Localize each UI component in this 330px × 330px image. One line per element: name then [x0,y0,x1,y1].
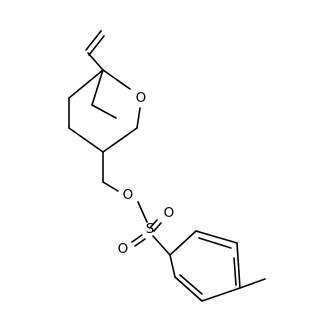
bond-ar-6 [169,254,176,278]
bond-c1-c7 [91,69,104,106]
bond-o-c3 [136,107,141,129]
bond-ar-inner-1 [198,237,232,249]
bond-ch2-o [102,181,119,192]
bond-s-o-right-b [153,222,162,232]
bond-ar-3 [236,242,241,289]
bond-s-o-left-a [131,234,143,243]
bond-ar-2 [195,230,238,244]
bond-ar-4 [201,287,241,302]
atom-labels: O O S O O [118,90,175,257]
vinyl-group [85,30,105,71]
bond-ar-inner-3 [179,274,203,295]
bond-c1-c6 [68,69,104,99]
ring-oxygen-label: O [136,90,147,106]
bond-c1-o [102,69,131,90]
bond-s-o-right-a [149,219,158,229]
bond-vinyl-double-b [88,35,105,56]
sulfonyl-oxygen-left-label: O [118,241,129,257]
bond-vinyl-double-a [85,30,102,51]
bond-vinyl-single [87,52,104,71]
bond-c5-c4 [68,127,104,153]
tosylate-linkage [102,181,171,256]
sulfonyl-oxygen-right-label: O [164,205,175,221]
bond-s-o-left-b [134,238,146,247]
ester-oxygen-label: O [123,187,134,203]
tolyl-ring [169,230,266,302]
bond-ar-5 [174,276,203,302]
bond-c7-bridge [91,104,117,119]
bond-methyl [239,278,266,289]
bond-c3-c4 [102,127,138,153]
oxabicyclo-ring [68,69,141,183]
bond-ar-1 [169,230,197,256]
bond-s-aryl [152,235,171,256]
bond-ar-inner-2 [233,257,237,286]
sulfur-label: S [146,221,155,237]
bond-o-s [137,201,148,223]
